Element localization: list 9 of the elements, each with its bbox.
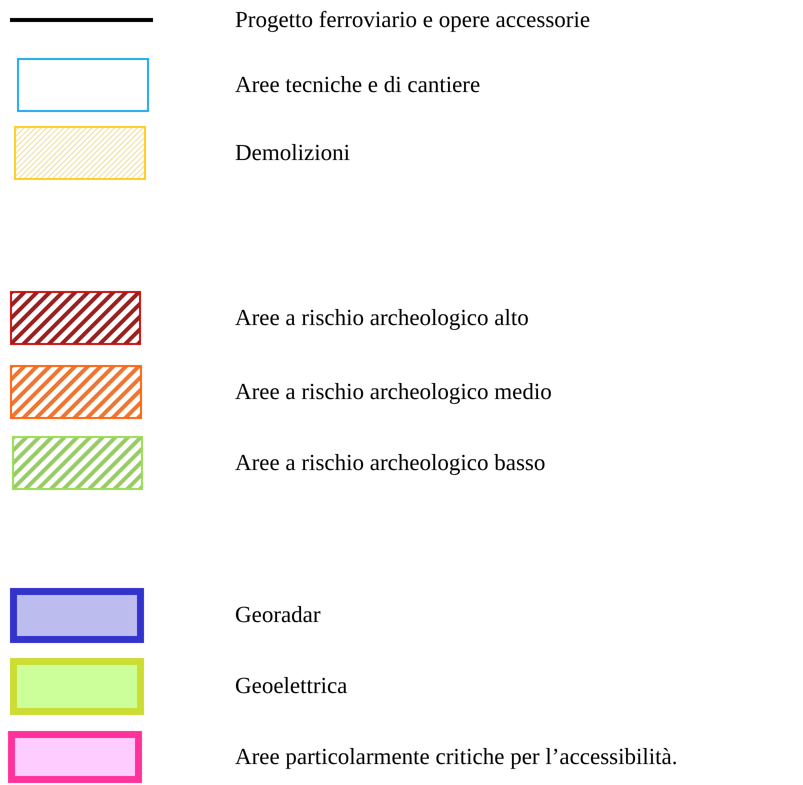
legend-label: Demolizioni — [235, 139, 350, 167]
legend-label: Aree particolarmente critiche per l’accessibilità. — [235, 743, 678, 771]
legend-label: Aree tecniche e di cantiere — [235, 71, 480, 99]
legend-label: Progetto ferroviario e opere accessorie — [235, 6, 590, 34]
legend-label: Aree a rischio archeologico medio — [235, 378, 552, 406]
legend-label: Georadar — [235, 601, 321, 629]
legend-label: Aree a rischio archeologico alto — [235, 304, 529, 332]
legend-label: Aree a rischio archeologico basso — [235, 449, 546, 477]
legend-label: Geoelettrica — [235, 672, 348, 700]
